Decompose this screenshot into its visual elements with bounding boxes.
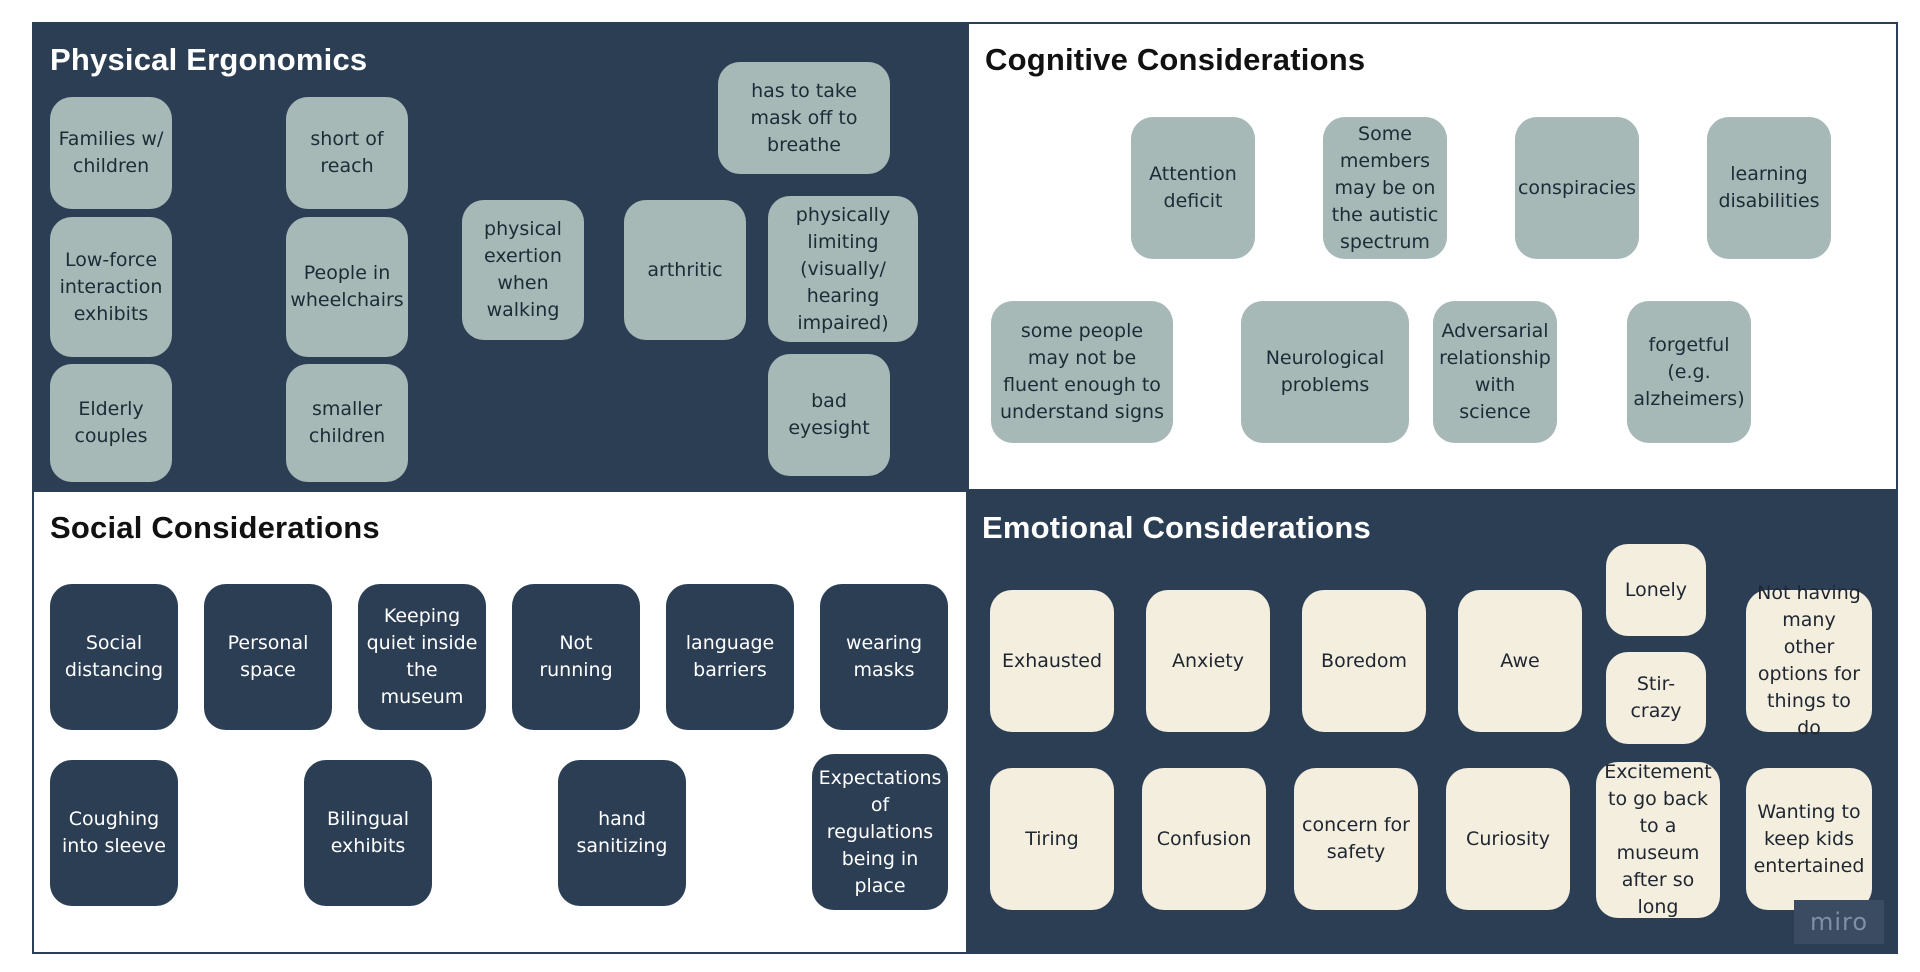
section-title: Social Considerations [50, 510, 380, 545]
sticky-note[interactable]: Excitement to go back to a museum after … [1596, 761, 1720, 918]
sticky-note[interactable]: Confusion [1142, 768, 1266, 910]
sticky-note[interactable]: physically limiting (visually/ hearing i… [768, 196, 918, 342]
sticky-note[interactable]: Wanting to keep kids entertained [1746, 768, 1872, 910]
sticky-note[interactable]: Personal space [204, 584, 332, 730]
sticky-note[interactable]: forgetful (e.g. alzheimers) [1627, 301, 1751, 443]
sticky-note[interactable]: concern for safety [1294, 768, 1418, 910]
sticky-note[interactable]: hand sanitizing [558, 760, 686, 906]
sticky-note[interactable]: Adversarial relationship with science [1433, 301, 1557, 443]
section-title: Cognitive Considerations [985, 42, 1366, 77]
physical-ergonomics-section: Physical Ergonomics Families w/ children… [34, 24, 966, 492]
sticky-note[interactable]: Low-force interaction exhibits [50, 217, 172, 357]
sticky-note[interactable]: Tiring [990, 768, 1114, 910]
whiteboard-canvas[interactable]: Physical Ergonomics Families w/ children… [32, 22, 1898, 954]
sticky-note[interactable]: Elderly couples [50, 364, 172, 482]
sticky-note[interactable]: Neurological problems [1241, 301, 1409, 443]
sticky-note[interactable]: Families w/ children [50, 97, 172, 209]
sticky-note[interactable]: short of reach [286, 97, 408, 209]
sticky-note[interactable]: some people may not be fluent enough to … [991, 301, 1173, 443]
sticky-note[interactable]: wearing masks [820, 584, 948, 730]
sticky-note[interactable]: Anxiety [1146, 590, 1270, 732]
sticky-note[interactable]: Expectations of regulations being in pla… [812, 754, 948, 910]
sticky-note[interactable]: conspiracies [1515, 117, 1639, 259]
sticky-note[interactable]: Curiosity [1446, 768, 1570, 910]
sticky-note[interactable]: Awe [1458, 590, 1582, 732]
sticky-note[interactable]: Exhausted [990, 590, 1114, 732]
sticky-note[interactable]: Bilingual exhibits [304, 760, 432, 906]
sticky-note[interactable]: Coughing into sleeve [50, 760, 178, 906]
sticky-note[interactable]: Lonely [1606, 544, 1706, 636]
sticky-note[interactable]: Attention deficit [1131, 117, 1255, 259]
sticky-note[interactable]: Stir-crazy [1606, 652, 1706, 744]
miro-watermark: miro [1794, 900, 1884, 944]
sticky-note[interactable]: has to take mask off to breathe [718, 62, 890, 174]
emotional-considerations-section: Emotional Considerations Exhausted Anxie… [966, 492, 1896, 952]
sticky-note[interactable]: arthritic [624, 200, 746, 340]
section-title: Physical Ergonomics [50, 42, 368, 77]
cognitive-considerations-section: Cognitive Considerations Attention defic… [966, 24, 1896, 492]
section-title: Emotional Considerations [982, 510, 1371, 545]
sticky-note[interactable]: Not having many other options for things… [1746, 582, 1872, 739]
sticky-note[interactable]: learning disabilities [1707, 117, 1831, 259]
sticky-note[interactable]: bad eyesight [768, 354, 890, 476]
sticky-note[interactable]: Social distancing [50, 584, 178, 730]
sticky-note[interactable]: Not running [512, 584, 640, 730]
sticky-note[interactable]: Keeping quiet inside the museum [358, 584, 486, 730]
social-considerations-section: Social Considerations Social distancing … [34, 492, 966, 952]
sticky-note[interactable]: Some members may be on the autistic spec… [1323, 117, 1447, 259]
sticky-note[interactable]: smaller children [286, 364, 408, 482]
sticky-note[interactable]: language barriers [666, 584, 794, 730]
sticky-note[interactable]: physical exertion when walking [462, 200, 584, 340]
sticky-note[interactable]: Boredom [1302, 590, 1426, 732]
sticky-note[interactable]: People in wheelchairs [286, 217, 408, 357]
